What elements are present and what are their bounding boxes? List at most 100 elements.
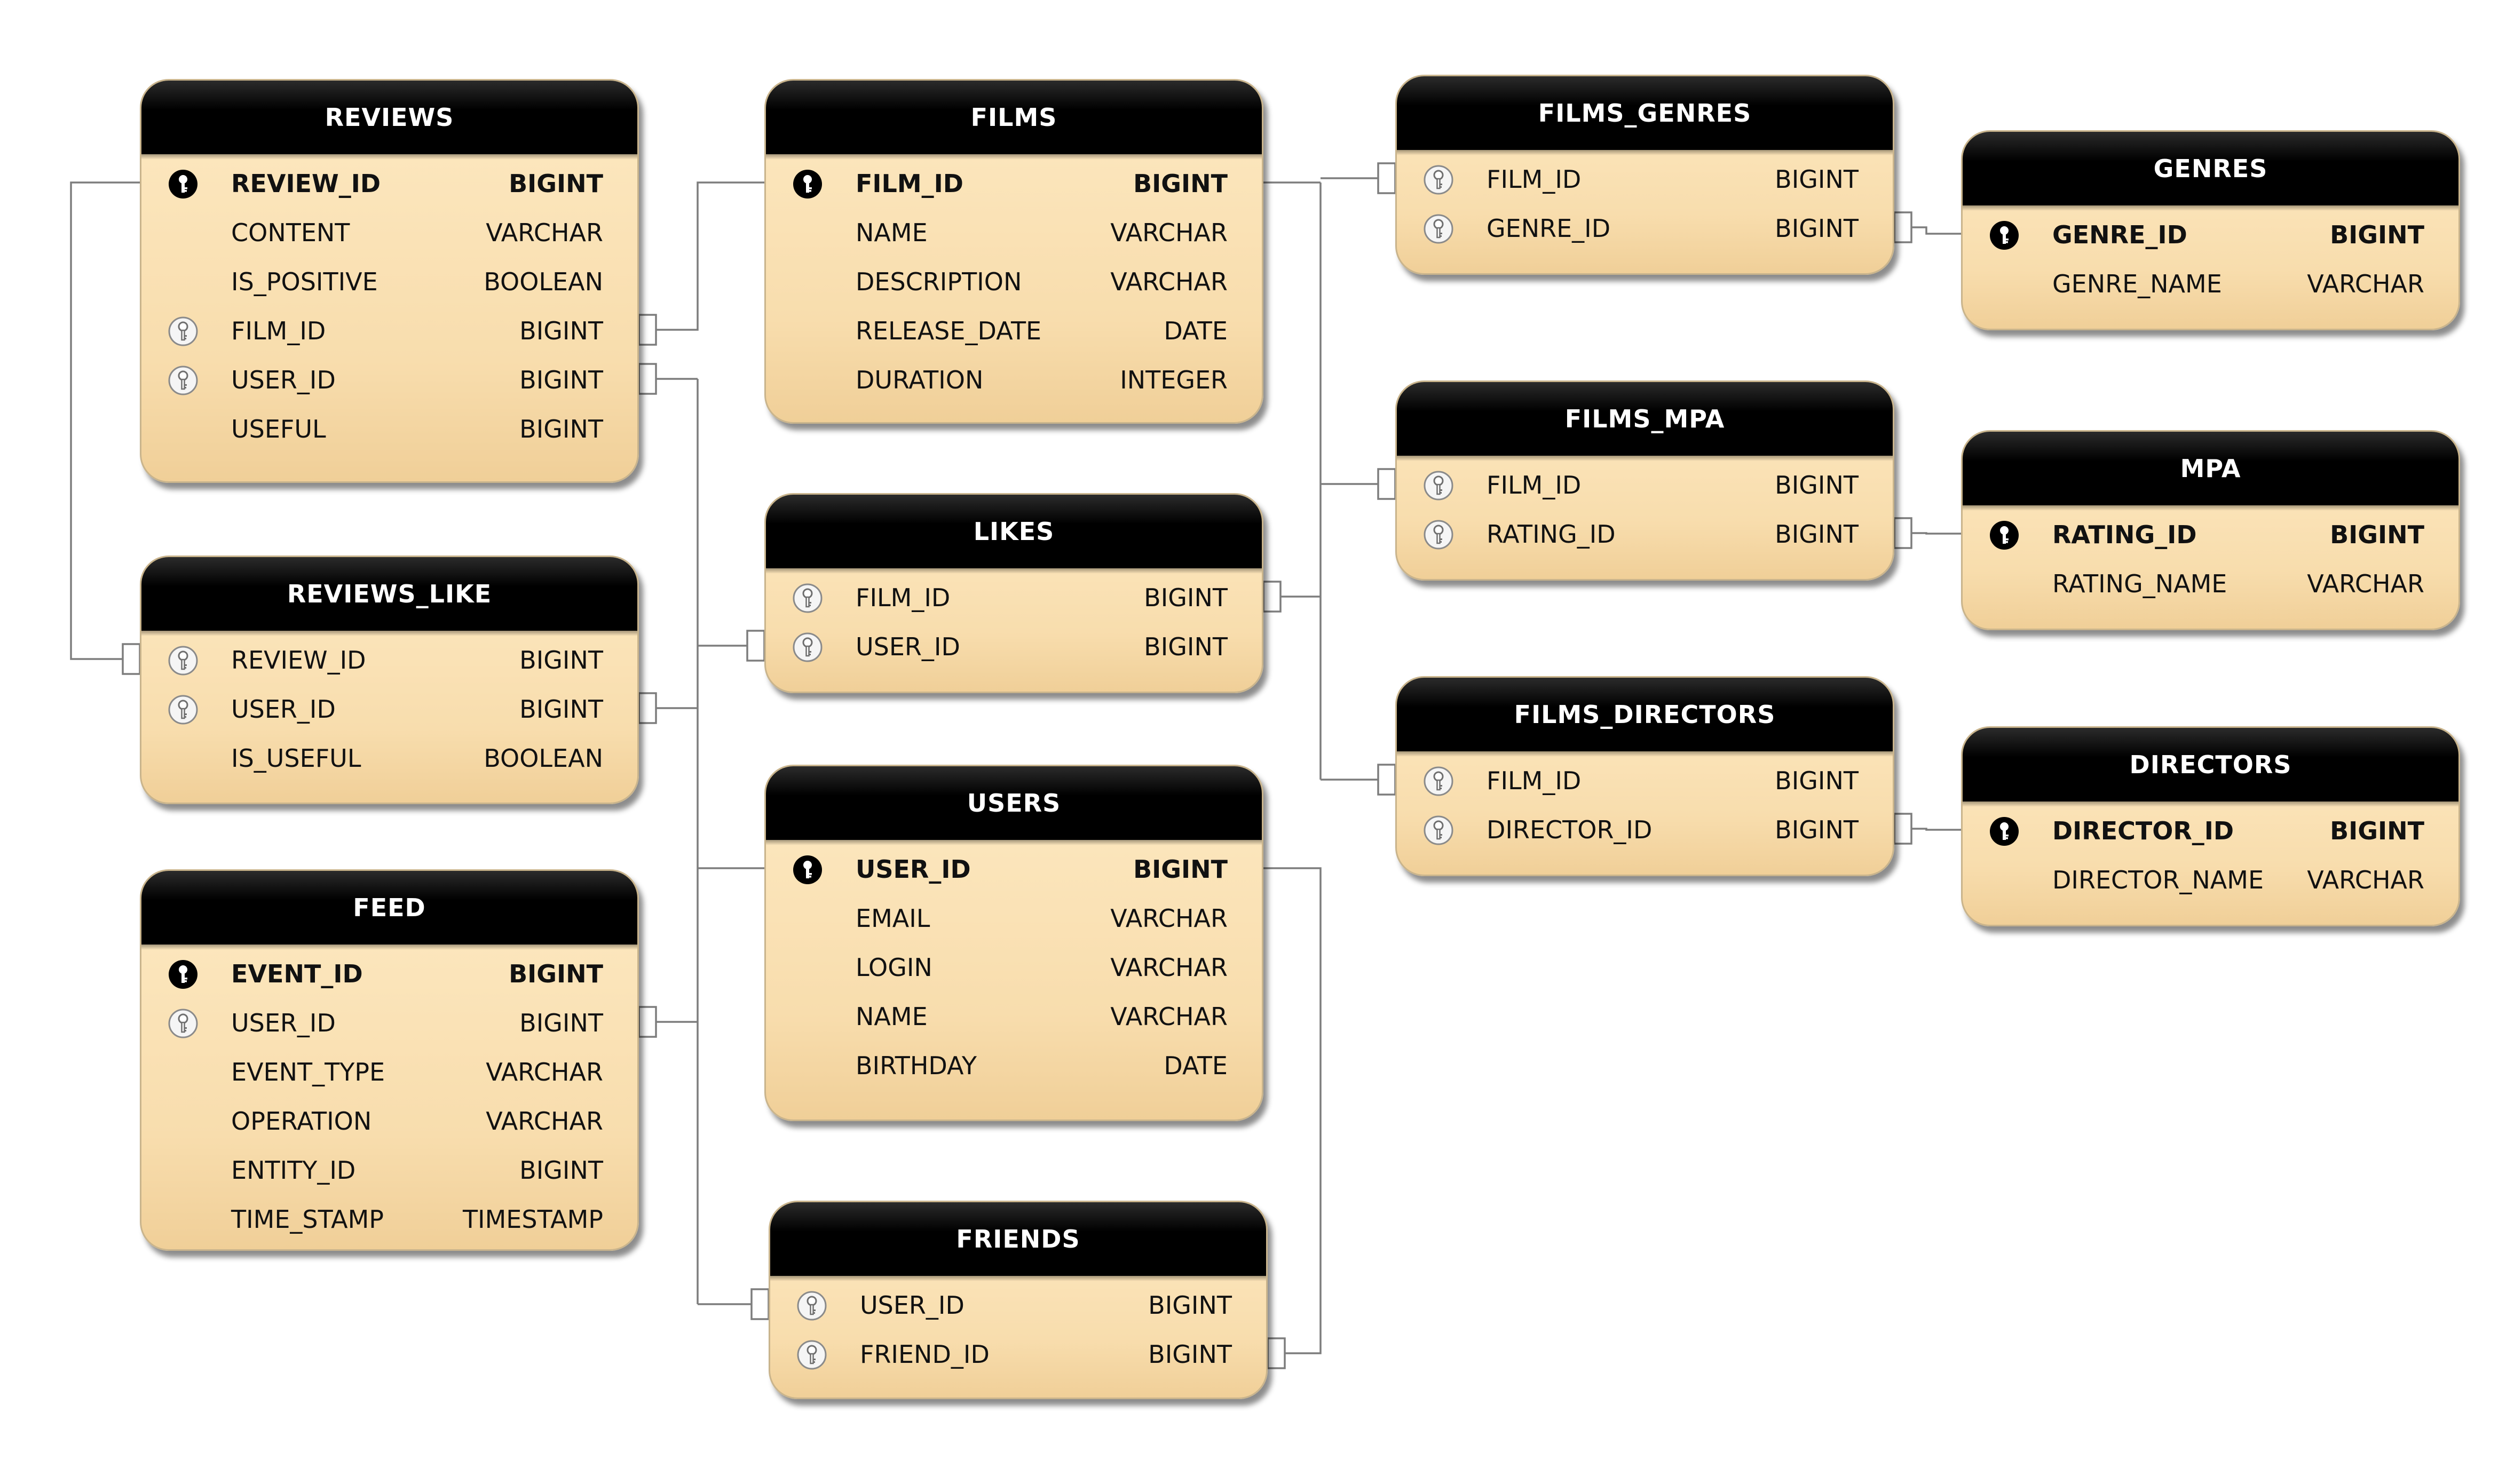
column-type: VARCHAR xyxy=(2307,269,2424,298)
entity-title: USERS xyxy=(766,766,1262,845)
foreign-key-icon xyxy=(1422,814,1454,846)
column-name: TIME_STAMP xyxy=(231,1205,384,1234)
column-type: BIGINT xyxy=(519,646,603,674)
column-name: GENRE_NAME xyxy=(2052,269,2222,298)
entity-title: REVIEWS xyxy=(141,81,637,160)
column-type: VARCHAR xyxy=(1110,267,1228,296)
many-end-marker xyxy=(1893,813,1912,845)
column-name: USER_ID xyxy=(231,366,336,394)
column-name: DESCRIPTION xyxy=(856,267,1022,296)
primary-key-icon xyxy=(1988,219,2020,251)
column-row[interactable]: DESCRIPTION VARCHAR xyxy=(766,258,1262,307)
column-name: EMAIL xyxy=(856,904,930,933)
column-row[interactable]: GENRE_NAME VARCHAR xyxy=(1963,260,2458,309)
column-type: BIGINT xyxy=(1775,214,1859,243)
entity-title: FRIENDS xyxy=(770,1202,1266,1281)
column-name: BIRTHDAY xyxy=(856,1051,977,1080)
primary-key-icon xyxy=(1988,815,2020,847)
many-end-marker xyxy=(638,692,657,724)
many-end-marker xyxy=(1893,517,1912,549)
link-films_mpa-mpa xyxy=(1911,532,1961,535)
column-name: GENRE_ID xyxy=(1487,214,1611,243)
column-name: FILM_ID xyxy=(1487,471,1582,499)
foreign-key-icon xyxy=(1422,470,1454,502)
column-name: FILM_ID xyxy=(856,169,963,198)
column-name: USER_ID xyxy=(231,1009,336,1037)
column-type: BIGINT xyxy=(519,1156,603,1185)
primary-key-icon xyxy=(792,854,824,886)
column-name: OPERATION xyxy=(231,1107,372,1136)
column-row[interactable]: REVIEW_ID BIGINT xyxy=(141,636,637,685)
link-friendid-users xyxy=(1263,867,1322,1354)
column-type: VARCHAR xyxy=(486,218,603,247)
column-name: FRIEND_ID xyxy=(860,1340,990,1369)
column-row[interactable]: USER_ID BIGINT xyxy=(141,999,637,1048)
column-row[interactable]: EMAIL VARCHAR xyxy=(766,894,1262,943)
foreign-key-icon xyxy=(167,364,199,396)
many-end-marker xyxy=(1377,162,1396,194)
column-type: VARCHAR xyxy=(1110,953,1228,982)
column-type: VARCHAR xyxy=(1110,904,1228,933)
column-type: BIGINT xyxy=(2330,220,2424,249)
column-type: BIGINT xyxy=(519,1009,603,1037)
many-end-marker xyxy=(1267,1337,1286,1369)
link-reviewslike-reviews xyxy=(70,181,140,660)
many-end-marker xyxy=(750,1288,770,1320)
foreign-key-icon xyxy=(167,1007,199,1039)
column-row[interactable]: GENRE_ID BIGINT xyxy=(1397,204,1893,253)
column-type: BIGINT xyxy=(519,415,603,443)
column-name: FILM_ID xyxy=(856,583,951,612)
column-type: VARCHAR xyxy=(486,1058,603,1086)
column-name: REVIEW_ID xyxy=(231,646,366,674)
